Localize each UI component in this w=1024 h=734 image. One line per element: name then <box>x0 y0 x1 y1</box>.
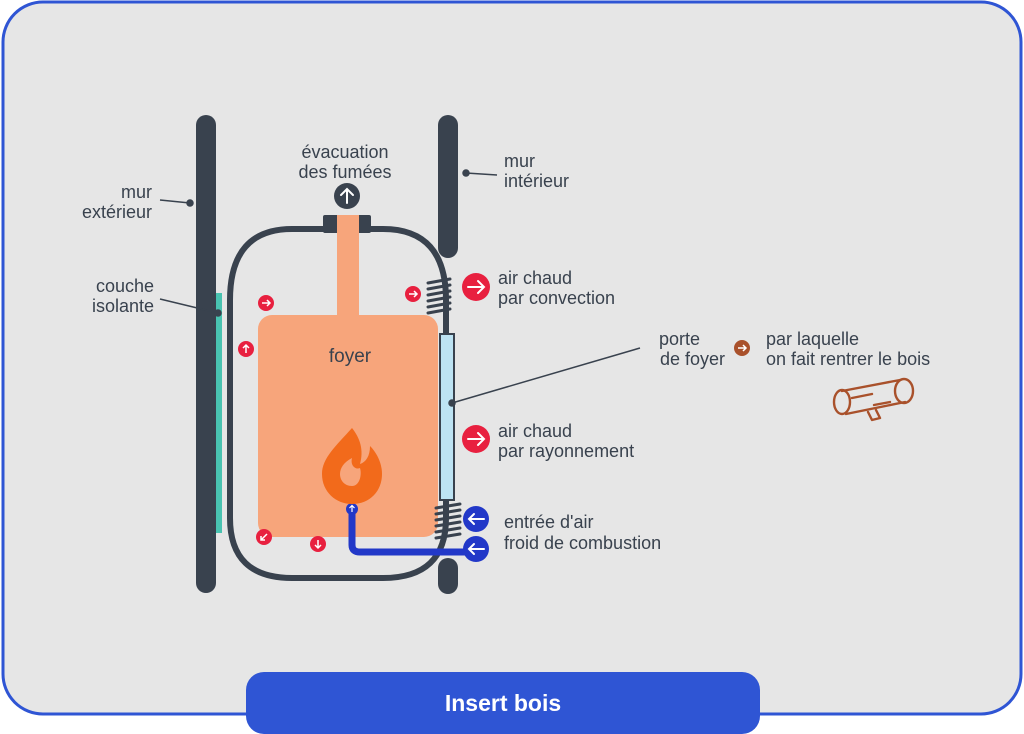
intake-vent <box>434 502 462 540</box>
convection-label: air chaud <box>498 268 572 288</box>
hearth-door-glass <box>439 333 455 501</box>
wood-entry-label: on fait rentrer le bois <box>766 349 930 369</box>
inner-wall-bottom <box>438 558 458 594</box>
smoke-exhaust-label: des fumées <box>298 162 391 182</box>
insulating-layer-leader <box>159 298 222 317</box>
convection-label: par convection <box>498 288 615 308</box>
hearth-door-label: de foyer <box>660 349 725 369</box>
radiation-label: air chaud <box>498 421 572 441</box>
inner-wall-label: mur <box>504 151 535 171</box>
convection-arrow-icon <box>462 273 490 301</box>
insert-casing <box>227 226 449 581</box>
cold-air-pipe <box>348 506 474 556</box>
hot-air-marker <box>405 286 421 302</box>
intake-label: entrée d'air <box>504 512 594 532</box>
hot-air-marker <box>310 536 326 552</box>
insulating-layer-label: isolante <box>92 296 154 316</box>
convection-vent <box>426 277 452 315</box>
wood-log-icon <box>832 377 915 422</box>
intake-arrow-icon <box>463 506 489 532</box>
inner-wall-top <box>438 115 458 258</box>
hot-air-marker <box>238 341 254 357</box>
wood-entry-arrow-icon <box>734 340 750 356</box>
smoke-exhaust-arrow-icon <box>334 183 360 209</box>
inner-wall-leader <box>462 169 498 177</box>
outer-wall-leader <box>159 199 194 207</box>
hearth-door-label: porte <box>659 329 700 349</box>
smoke-exhaust-label: évacuation <box>301 142 388 162</box>
intake-arrow-icon <box>463 536 489 562</box>
hot-air-marker <box>256 529 272 545</box>
outer-wall <box>196 115 216 593</box>
diagram-title: Insert bois <box>445 690 561 716</box>
outer-wall-label: mur <box>121 182 152 202</box>
radiation-arrow-icon <box>462 425 490 453</box>
flame-icon <box>322 428 382 504</box>
insulating-layer-label: couche <box>96 276 154 296</box>
wood-entry-label: par laquelle <box>766 329 859 349</box>
flue-pipe <box>337 215 359 325</box>
hot-air-marker <box>258 295 274 311</box>
hearth <box>258 315 438 537</box>
intake-label: froid de combustion <box>504 533 661 553</box>
title-bar <box>246 672 760 734</box>
radiation-label: par rayonnement <box>498 441 634 461</box>
inner-wall-label: intérieur <box>504 171 569 191</box>
insulating-layer <box>216 293 222 533</box>
outer-wall-label: extérieur <box>82 202 152 222</box>
hearth-label: foyer <box>329 346 372 367</box>
hearth-door-leader <box>448 347 641 407</box>
